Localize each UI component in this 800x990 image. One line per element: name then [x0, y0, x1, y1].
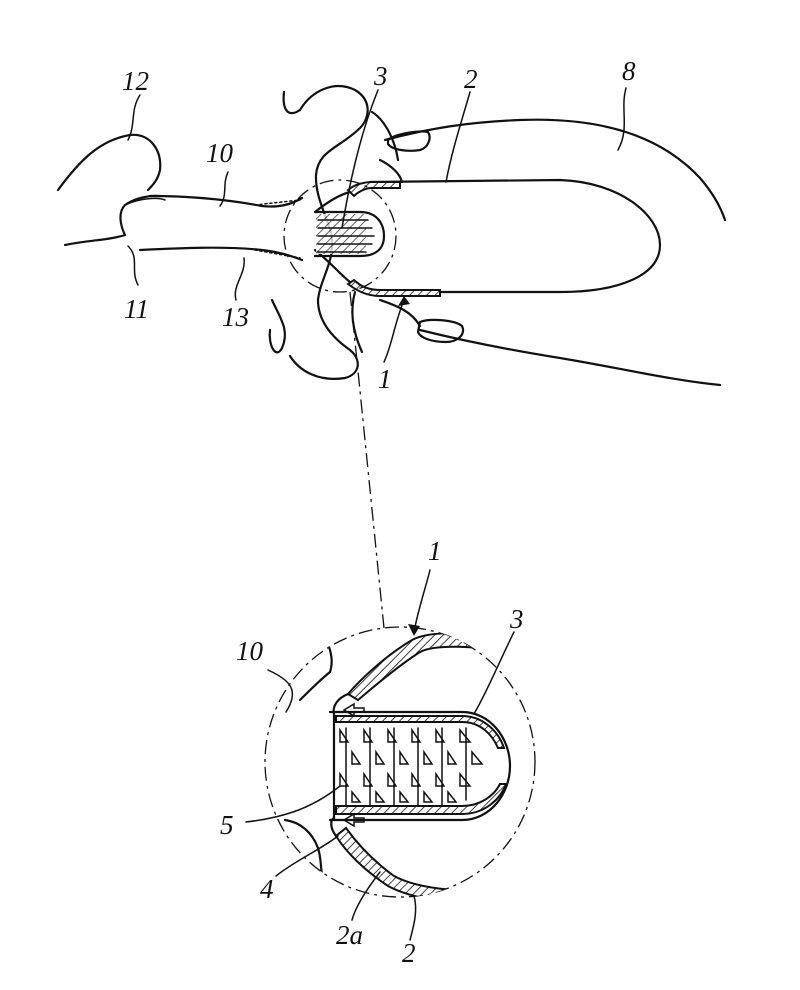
- detail-arrow-upper: [342, 702, 365, 718]
- hand-upper-outline: [383, 118, 727, 222]
- label-8: 8: [622, 56, 636, 86]
- label-2-detail: 2: [402, 938, 416, 968]
- arrow-1-top: [398, 296, 410, 306]
- cap-top-wall: [346, 181, 401, 198]
- tube-dotted-bottom: [254, 249, 301, 259]
- label-1-top: 1: [378, 364, 392, 394]
- tube-bottom-edge: [138, 246, 304, 262]
- leader-2-detail: [409, 895, 417, 941]
- detail-flange-lower: [330, 816, 338, 838]
- ear-inner-top: [370, 110, 400, 162]
- label-4: 4: [260, 874, 274, 904]
- left-finger-nail: [124, 197, 166, 206]
- insert-pattern-small: [316, 214, 375, 254]
- reference-labels: 12 10 3 2 8 11 13 1 1 3 10 5 4 2a 2: [122, 56, 636, 968]
- detail-flange-upper: [332, 692, 350, 716]
- projection-line: [349, 291, 385, 629]
- ear-lower-curl: [268, 298, 287, 354]
- label-3-detail: 3: [509, 604, 524, 634]
- leader-2-top: [445, 91, 471, 183]
- detail-insert-band-top: [335, 715, 506, 749]
- detail-arrow-lower: [342, 812, 365, 828]
- leader-3-detail: [473, 631, 515, 715]
- hand-thumb-connect: [378, 158, 422, 328]
- leader-10-top: [219, 171, 229, 207]
- leader-11: [127, 245, 139, 286]
- detail-circle-small: [283, 179, 397, 293]
- tube-top-edge: [148, 194, 304, 208]
- label-10-top: 10: [206, 138, 234, 168]
- detail-insert-texture: [339, 727, 484, 807]
- hand-lower-outline: [418, 328, 722, 387]
- detail-insert-outer: [328, 710, 512, 822]
- label-2a: 2a: [336, 920, 363, 950]
- leader-1-top: [383, 299, 405, 363]
- tube-dotted-top: [254, 199, 301, 206]
- leader-2a: [351, 871, 381, 921]
- ear-inner-bottom: [351, 290, 364, 354]
- label-5: 5: [220, 810, 234, 840]
- detail-tube-upper: [298, 638, 333, 702]
- top-figure: [56, 85, 727, 387]
- cap-body-outline: [368, 178, 662, 294]
- leader-3-top: [341, 89, 379, 229]
- detail-tube-lower: [283, 818, 326, 886]
- left-finger-lower: [63, 194, 162, 247]
- leader-1-detail: [413, 569, 431, 633]
- left-finger-outline: [56, 133, 162, 192]
- detail-cap-upper-wall: [346, 632, 521, 702]
- detail-insert-band-bottom: [335, 783, 508, 815]
- hand-upper-nail: [386, 130, 431, 152]
- detail-figure: [245, 569, 536, 941]
- leader-8: [617, 87, 627, 151]
- label-11: 11: [124, 294, 149, 324]
- arrow-1-detail: [408, 624, 420, 636]
- detail-circle-large: [264, 626, 536, 898]
- label-1-detail: 1: [428, 536, 442, 566]
- leader-5: [245, 785, 341, 823]
- label-10-detail: 10: [236, 636, 264, 666]
- leader-13: [234, 257, 245, 301]
- insert-outline-small: [313, 210, 386, 258]
- label-12: 12: [122, 66, 149, 96]
- label-13: 13: [222, 302, 249, 332]
- leader-10-detail: [267, 669, 294, 713]
- label-3-top: 3: [373, 61, 388, 91]
- leader-4: [275, 835, 339, 877]
- hand-lower-nail: [416, 318, 465, 344]
- label-2-top: 2: [464, 64, 478, 94]
- leader-12: [127, 94, 141, 141]
- cap-bottom-wall: [346, 278, 441, 297]
